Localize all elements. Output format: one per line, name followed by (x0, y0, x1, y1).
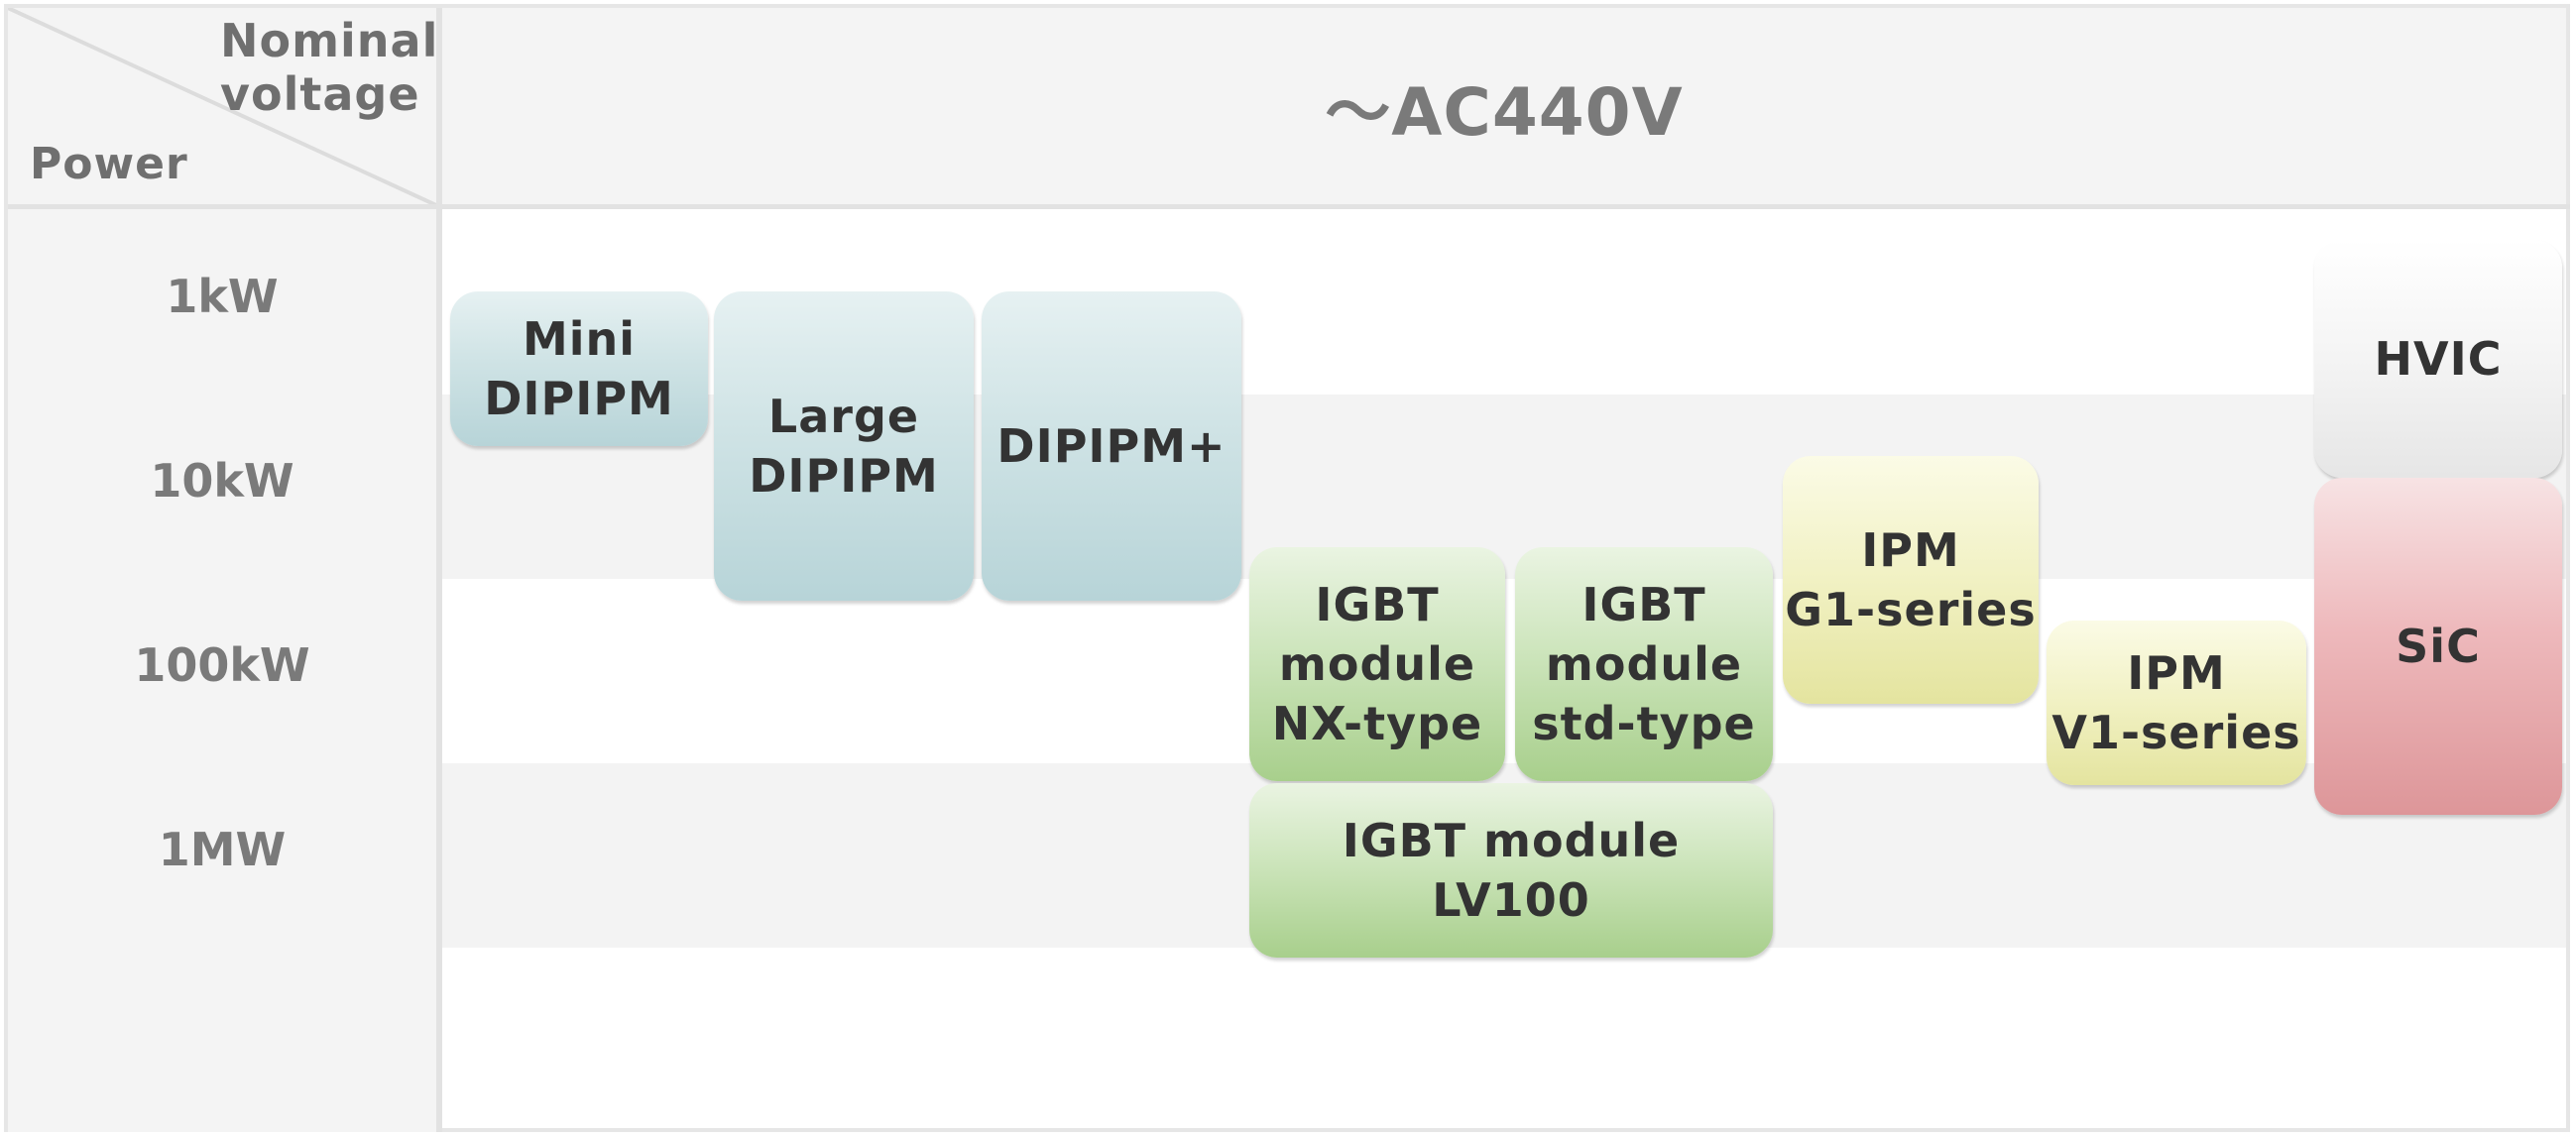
power-label-100kw: 100kW (134, 638, 310, 692)
hvic-label: HVIC (2374, 332, 2503, 386)
power-label-1mw: 1MW (158, 823, 287, 876)
sic-label: SiC (2396, 620, 2481, 673)
large-dipipm-label: Large DIPIPM (749, 390, 939, 503)
dipipm-plus-label: DIPIPM+ (996, 419, 1227, 473)
igbt-nx-label: IGBT module NX-type (1271, 578, 1483, 750)
ipm-g1-label: IPM G1-series (1785, 523, 2037, 636)
nominal-voltage-label: Nominal voltage (220, 14, 439, 121)
corner-diagonal-line (8, 8, 438, 206)
igbt-lv100-block: IGBT module LV100 (1249, 783, 1773, 958)
igbt-std-block: IGBT module std-type (1515, 547, 1773, 781)
voltage-heading: ～AC440V (1325, 74, 1684, 151)
igbt-std-label: IGBT module std-type (1532, 578, 1756, 750)
sic-block: SiC (2314, 478, 2562, 815)
power-column (8, 209, 436, 1132)
power-label-1kw: 1kW (166, 270, 279, 323)
header-band (442, 8, 2566, 206)
ipm-v1-block: IPM V1-series (2047, 621, 2306, 785)
header-divider (8, 204, 2570, 209)
dipipm-plus-block: DIPIPM+ (982, 291, 1241, 601)
mini-dipipm-label: Mini DIPIPM (484, 312, 674, 425)
igbt-nx-block: IGBT module NX-type (1249, 547, 1505, 781)
ipm-v1-label: IPM V1-series (2051, 646, 2301, 759)
power-axis-label: Power (30, 139, 188, 189)
mini-dipipm-block: Mini DIPIPM (450, 291, 708, 446)
large-dipipm-block: Large DIPIPM (714, 291, 974, 601)
column-divider (436, 8, 442, 1132)
ipm-g1-block: IPM G1-series (1783, 456, 2039, 704)
power-label-10kw: 10kW (150, 454, 294, 508)
igbt-lv100-label: IGBT module LV100 (1342, 814, 1681, 927)
hvic-block: HVIC (2314, 240, 2562, 478)
